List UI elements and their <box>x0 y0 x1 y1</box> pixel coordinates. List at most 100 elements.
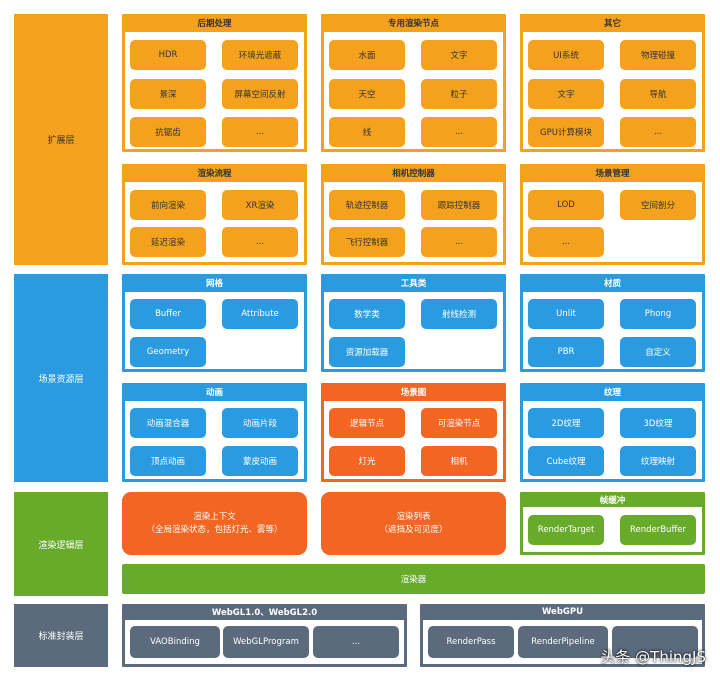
animation-item: 蒙皮动画 <box>222 446 298 476</box>
webgl-item: WebGLProgram <box>223 626 309 658</box>
material-item: Phong <box>620 299 696 329</box>
scene-resource-layer-label: 场景资源层 <box>38 374 84 385</box>
webgpu-card: WebGPU RenderPass RenderPipeline <box>420 604 705 667</box>
mesh-item: Geometry <box>130 337 206 367</box>
material-item: Unlit <box>528 299 604 329</box>
animation-item: 顶点动画 <box>130 446 206 476</box>
others-item: GPU计算模块 <box>528 117 604 147</box>
standard-wrapper-layer-label: 标准封装层 <box>38 632 84 642</box>
renderer-label: 渲染器 <box>400 575 427 585</box>
scene-graph-item: 灯光 <box>329 446 405 476</box>
tools-item: 射线检测 <box>421 299 497 329</box>
scene-management-item: 空间剖分 <box>620 190 696 220</box>
special-node-item: 水面 <box>329 40 405 70</box>
webgl-item: ... <box>313 626 399 658</box>
render-context-title: 渲染上下文 <box>193 511 236 522</box>
framebuffer-card: 帧缓冲 RenderTarget RenderBuffer <box>520 492 705 555</box>
camera-controller-title: 相机控制器 <box>392 169 435 179</box>
webgpu-item: RenderPass <box>428 626 514 658</box>
texture-title: 纹理 <box>603 388 621 398</box>
webgpu-item: RenderPipeline <box>518 626 608 658</box>
camera-controller-item: ... <box>421 227 497 257</box>
render-flow-title: 渲染流程 <box>197 169 232 179</box>
camera-controller-item: 飞行控制器 <box>329 227 405 257</box>
material-title: 材质 <box>603 279 621 289</box>
others-title: 其它 <box>603 19 621 29</box>
render-list-block: 渲染列表 （遮挡及可见度） <box>321 492 506 555</box>
tools-title: 工具类 <box>400 279 427 289</box>
render-flow-item: 前向渲染 <box>130 190 206 220</box>
others-item: UI系统 <box>528 40 604 70</box>
others-item: ... <box>620 117 696 147</box>
framebuffer-item: RenderBuffer <box>620 515 696 545</box>
mesh-card: 网格 Buffer Attribute Geometry <box>122 274 307 372</box>
scene-graph-card: 场景图 逻辑节点 可渲染节点 灯光 相机 <box>321 383 506 482</box>
others-item: 导航 <box>620 79 696 109</box>
scene-graph-title: 场景图 <box>400 388 427 398</box>
postprocess-item: 抗锯齿 <box>130 117 206 147</box>
webgl-title: WebGL1.0、WebGL2.0 <box>211 608 318 618</box>
framebuffer-item: RenderTarget <box>528 515 604 545</box>
render-logic-layer: 渲染逻辑层 <box>14 492 108 596</box>
postprocess-item: 环境光遮蔽 <box>222 40 298 70</box>
special-nodes-card: 专用渲染节点 水面 文字 天空 粒子 线 ... <box>321 14 506 152</box>
special-node-item: 粒子 <box>421 79 497 109</box>
mesh-item: Buffer <box>130 299 206 329</box>
special-node-item: 文字 <box>421 40 497 70</box>
scene-resource-layer: 场景资源层 <box>14 274 108 482</box>
render-context-note: （全局渲染状态，包括灯光、雾等） <box>146 524 283 535</box>
tools-card: 工具类 数学类 射线检测 资源加载器 <box>321 274 506 372</box>
special-nodes-title: 专用渲染节点 <box>387 19 439 29</box>
tools-item: 资源加载器 <box>329 337 405 367</box>
animation-card: 动画 动画混合器 动画片段 顶点动画 蒙皮动画 <box>122 383 307 482</box>
render-flow-card: 渲染流程 前向渲染 XR渲染 延迟渲染 ... <box>122 164 307 265</box>
material-card: 材质 Unlit Phong PBR 自定义 <box>520 274 705 372</box>
others-item: 物理碰撞 <box>620 40 696 70</box>
scene-management-item: ... <box>528 227 604 257</box>
special-node-item: 线 <box>329 117 405 147</box>
render-logic-layer-label: 渲染逻辑层 <box>38 540 84 551</box>
scene-management-item: LOD <box>528 190 604 220</box>
webgl-item: VAOBinding <box>130 626 220 658</box>
postprocess-item: 景深 <box>130 79 206 109</box>
texture-item: Cube纹理 <box>528 446 604 476</box>
render-list-title: 渲染列表 <box>396 511 431 522</box>
extension-layer: 扩展层 <box>14 14 108 265</box>
texture-item: 3D纹理 <box>620 408 696 438</box>
renderer-bar: 渲染器 <box>122 564 705 594</box>
scene-management-title: 场景管理 <box>595 169 630 179</box>
texture-card: 纹理 2D纹理 3D纹理 Cube纹理 纹理映射 <box>520 383 705 482</box>
special-node-item: ... <box>421 117 497 147</box>
framebuffer-title: 帧缓冲 <box>599 495 626 506</box>
extension-layer-label: 扩展层 <box>47 136 75 146</box>
special-node-item: 天空 <box>329 79 405 109</box>
render-flow-item: 延迟渲染 <box>130 227 206 257</box>
render-list-note: （遮挡及可见度） <box>379 524 448 535</box>
others-item: 文字 <box>528 79 604 109</box>
scene-graph-item: 可渲染节点 <box>421 408 497 438</box>
webgpu-title: WebGPU <box>541 607 584 617</box>
tools-item: 数学类 <box>329 299 405 329</box>
scene-graph-item: 逻辑节点 <box>329 408 405 438</box>
texture-item: 纹理映射 <box>620 446 696 476</box>
scene-management-card: 场景管理 LOD 空间剖分 ... <box>520 164 705 265</box>
camera-controller-card: 相机控制器 轨迹控制器 跟踪控制器 飞行控制器 ... <box>321 164 506 265</box>
mesh-item: Attribute <box>222 299 298 329</box>
source-credit: 头条 @ThingJS <box>600 648 706 666</box>
postprocess-item: HDR <box>130 40 206 70</box>
render-context-block: 渲染上下文 （全局渲染状态，包括灯光、雾等） <box>122 492 307 555</box>
webgl-card: WebGL1.0、WebGL2.0 VAOBinding WebGLProgra… <box>122 604 407 667</box>
scene-graph-item: 相机 <box>421 446 497 476</box>
postprocess-card: 后期处理 HDR 环境光遮蔽 景深 屏幕空间反射 抗锯齿 ... <box>122 14 307 152</box>
camera-controller-item: 跟踪控制器 <box>421 190 497 220</box>
others-card: 其它 UI系统 物理碰撞 文字 导航 GPU计算模块 ... <box>520 14 705 152</box>
postprocess-item: ... <box>222 117 298 147</box>
camera-controller-item: 轨迹控制器 <box>329 190 405 220</box>
render-flow-item: ... <box>222 227 298 257</box>
standard-wrapper-layer: 标准封装层 <box>14 604 108 667</box>
mesh-title: 网格 <box>205 279 223 289</box>
webgpu-item <box>612 626 698 658</box>
postprocess-item: 屏幕空间反射 <box>222 79 298 109</box>
postprocess-title: 后期处理 <box>197 19 232 29</box>
render-flow-item: XR渲染 <box>222 190 298 220</box>
